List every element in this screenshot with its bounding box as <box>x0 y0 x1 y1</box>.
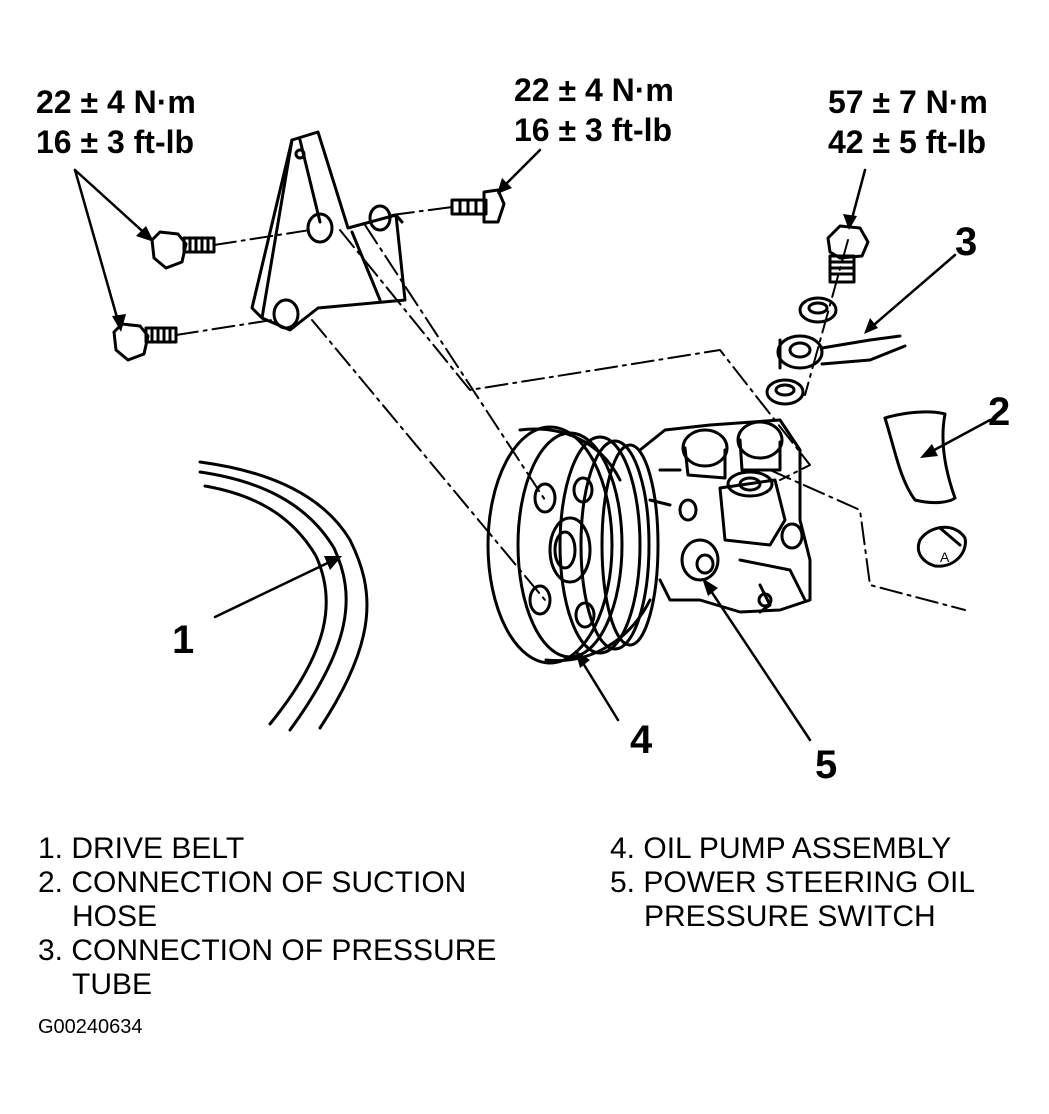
pump-pulley <box>486 425 660 665</box>
callout-5: 5 <box>815 743 838 787</box>
alignment-lines <box>175 206 966 611</box>
callout-leaders <box>213 253 992 742</box>
callout-3: 3 <box>955 220 978 264</box>
legend-item-suction-hose-cont: HOSE <box>72 900 158 933</box>
callout-2: 2 <box>988 390 1011 434</box>
torque-spec-bracket-bolts: 22 ± 4 N·m 16 ± 3 ft-lb <box>36 82 196 162</box>
legend-item-pressure-switch: 5. POWER STEERING OIL <box>610 866 976 899</box>
clamp-letter: A <box>940 549 950 565</box>
bracket-bolt-rear <box>450 188 506 224</box>
eye-fitting <box>776 334 907 370</box>
legend-item-pressure-tube-cont: TUBE <box>72 968 153 1001</box>
torque-spec-rear-bolt: 22 ± 4 N·m 16 ± 3 ft-lb <box>514 70 674 150</box>
callout-arrowheads <box>324 318 938 668</box>
bracket-bolt-upper <box>150 230 216 270</box>
sealing-washer-lower <box>765 378 805 406</box>
legend-item-pressure-switch-cont: PRESSURE SWITCH <box>644 900 936 933</box>
legend-item-pressure-tube: 3. CONNECTION OF PRESSURE <box>38 934 497 967</box>
callout-1: 1 <box>172 618 195 662</box>
figure-id: G00240634 <box>38 1016 143 1038</box>
callout-4: 4 <box>630 718 653 762</box>
legend-item-drive-belt: 1. DRIVE BELT <box>38 832 245 865</box>
torque-arrowheads <box>112 178 857 332</box>
torque-metric: 22 ± 4 N·m <box>514 72 674 108</box>
pump-body <box>638 418 812 614</box>
torque-imperial: 42 ± 5 ft-lb <box>828 124 987 160</box>
legend-right: 4. OIL PUMP ASSEMBLY 5. POWER STEERING O… <box>610 832 975 934</box>
torque-imperial: 16 ± 3 ft-lb <box>36 124 195 160</box>
legend-item-suction-hose: 2. CONNECTION OF SUCTION <box>38 866 467 899</box>
hose-clamp: A <box>916 525 967 568</box>
torque-metric: 22 ± 4 N·m <box>36 84 196 120</box>
torque-metric: 57 ± 7 N·m <box>828 84 988 120</box>
torque-imperial: 16 ± 3 ft-lb <box>514 112 673 148</box>
torque-spec-banjo-bolt: 57 ± 7 N·m 42 ± 5 ft-lb <box>828 82 988 162</box>
banjo-bolt <box>826 224 870 284</box>
drive-belt <box>198 460 369 732</box>
bracket-bolt-lower <box>112 322 178 362</box>
legend-item-oil-pump-assembly: 4. OIL PUMP ASSEMBLY <box>610 832 952 865</box>
suction-hose <box>883 410 957 505</box>
sealing-washer-upper <box>798 296 838 324</box>
legend-left: 1. DRIVE BELT 2. CONNECTION OF SUCTION H… <box>38 832 496 1002</box>
pump-bracket <box>250 130 407 332</box>
